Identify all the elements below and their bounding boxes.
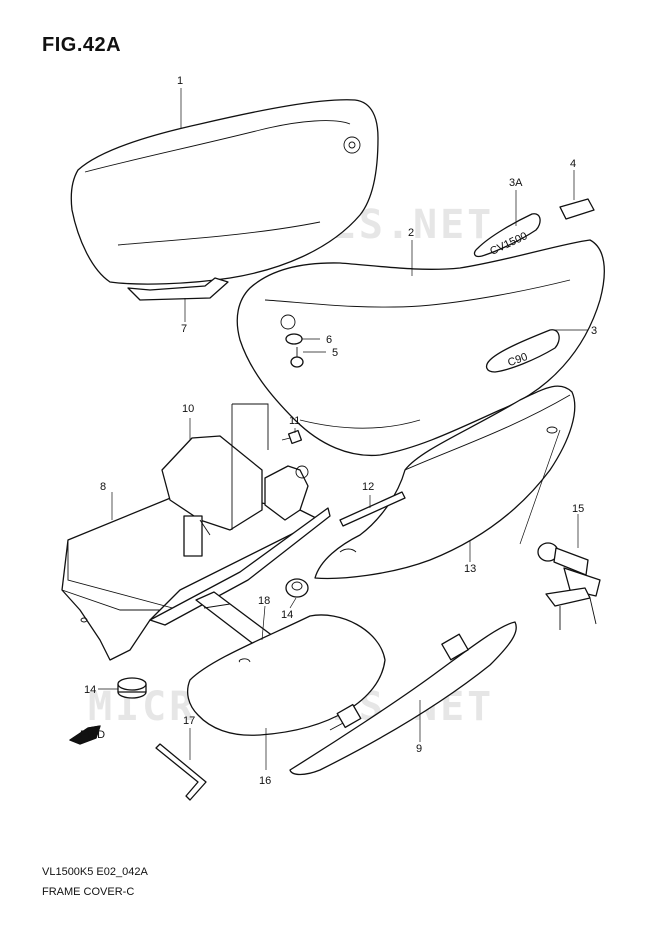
callout-11: 11: [289, 415, 300, 427]
part-13-lower-cover[interactable]: [314, 385, 576, 580]
mount-bracket: [264, 465, 309, 521]
part-14-rubber-upper[interactable]: [285, 578, 309, 598]
part-11-bolt[interactable]: [281, 429, 303, 445]
callout-10: 10: [182, 403, 194, 415]
fwd-arrow-icon: FWD: [68, 725, 105, 745]
callout-13: 13: [464, 563, 476, 575]
footer-diagram-name: FRAME COVER-C: [42, 886, 135, 898]
callout-4: 4: [570, 158, 576, 170]
callout-9: 9: [416, 743, 422, 755]
callout-5: 5: [332, 347, 338, 359]
callout-18: 18: [258, 595, 270, 607]
part-2-frame-cover[interactable]: C90: [236, 239, 605, 457]
callout-3a: 3A: [509, 177, 523, 189]
callout-16: 16: [259, 775, 271, 787]
part-1-frame-cover-upper[interactable]: [70, 99, 379, 285]
part-16-tool-bag[interactable]: [187, 614, 386, 736]
callout-17: 17: [183, 715, 195, 727]
lower-rail: [149, 507, 331, 626]
part-10-bracket[interactable]: [161, 403, 269, 557]
part-4-rubber-block[interactable]: [559, 198, 595, 220]
part-9-lower-panel[interactable]: [289, 621, 517, 776]
fwd-label: FWD: [80, 729, 105, 741]
part-12-strip[interactable]: [339, 491, 406, 527]
callout-6: 6: [326, 334, 332, 346]
callout-14-upper: 14: [281, 609, 293, 621]
part-5-screw[interactable]: [290, 347, 304, 368]
callout-1: 1: [177, 75, 183, 87]
callouts: 1 2 3 3A 4 5 6 7 8 9 10 11 12 13 14 14 1…: [84, 75, 597, 787]
callout-14-left: 14: [84, 684, 96, 696]
figure-title: FIG.42A: [42, 34, 122, 56]
part-14-rubber-left[interactable]: [117, 677, 147, 699]
footer-diagram-code: VL1500K5 E02_042A: [42, 866, 148, 878]
part-15-lock-set[interactable]: [537, 542, 601, 630]
callout-8: 8: [100, 481, 106, 493]
part-7-cushion[interactable]: [127, 277, 229, 301]
leader-lines: [98, 88, 588, 770]
callout-2: 2: [408, 227, 414, 239]
part-6-grommet[interactable]: [285, 333, 303, 345]
part-17-hex-wrench[interactable]: [155, 743, 207, 801]
callout-7: 7: [181, 323, 187, 335]
callout-12: 12: [362, 481, 374, 493]
callout-15: 15: [572, 503, 584, 515]
callout-3: 3: [591, 325, 597, 337]
